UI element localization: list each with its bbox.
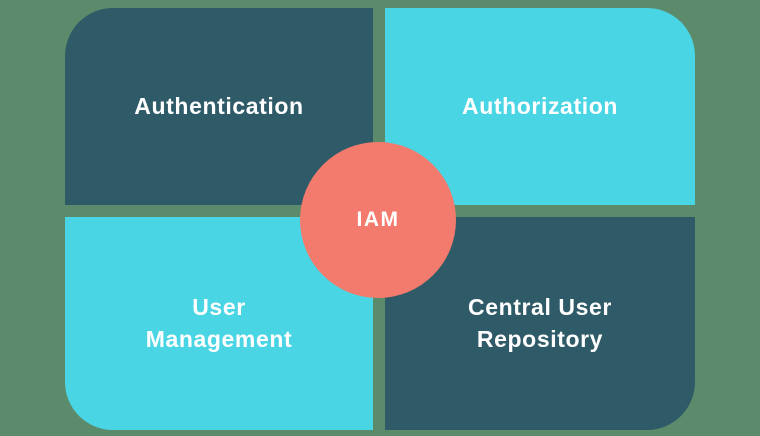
- iam-label: IAM: [356, 208, 400, 231]
- authentication-label: Authentication: [134, 92, 304, 119]
- user-management-label: User Management: [145, 294, 293, 352]
- quadrant-authentication: Authentication: [65, 8, 373, 205]
- central-user-repository-label: Central User Repository: [468, 294, 612, 352]
- authorization-label: Authorization: [462, 92, 618, 119]
- iam-center-circle: IAM: [300, 142, 456, 298]
